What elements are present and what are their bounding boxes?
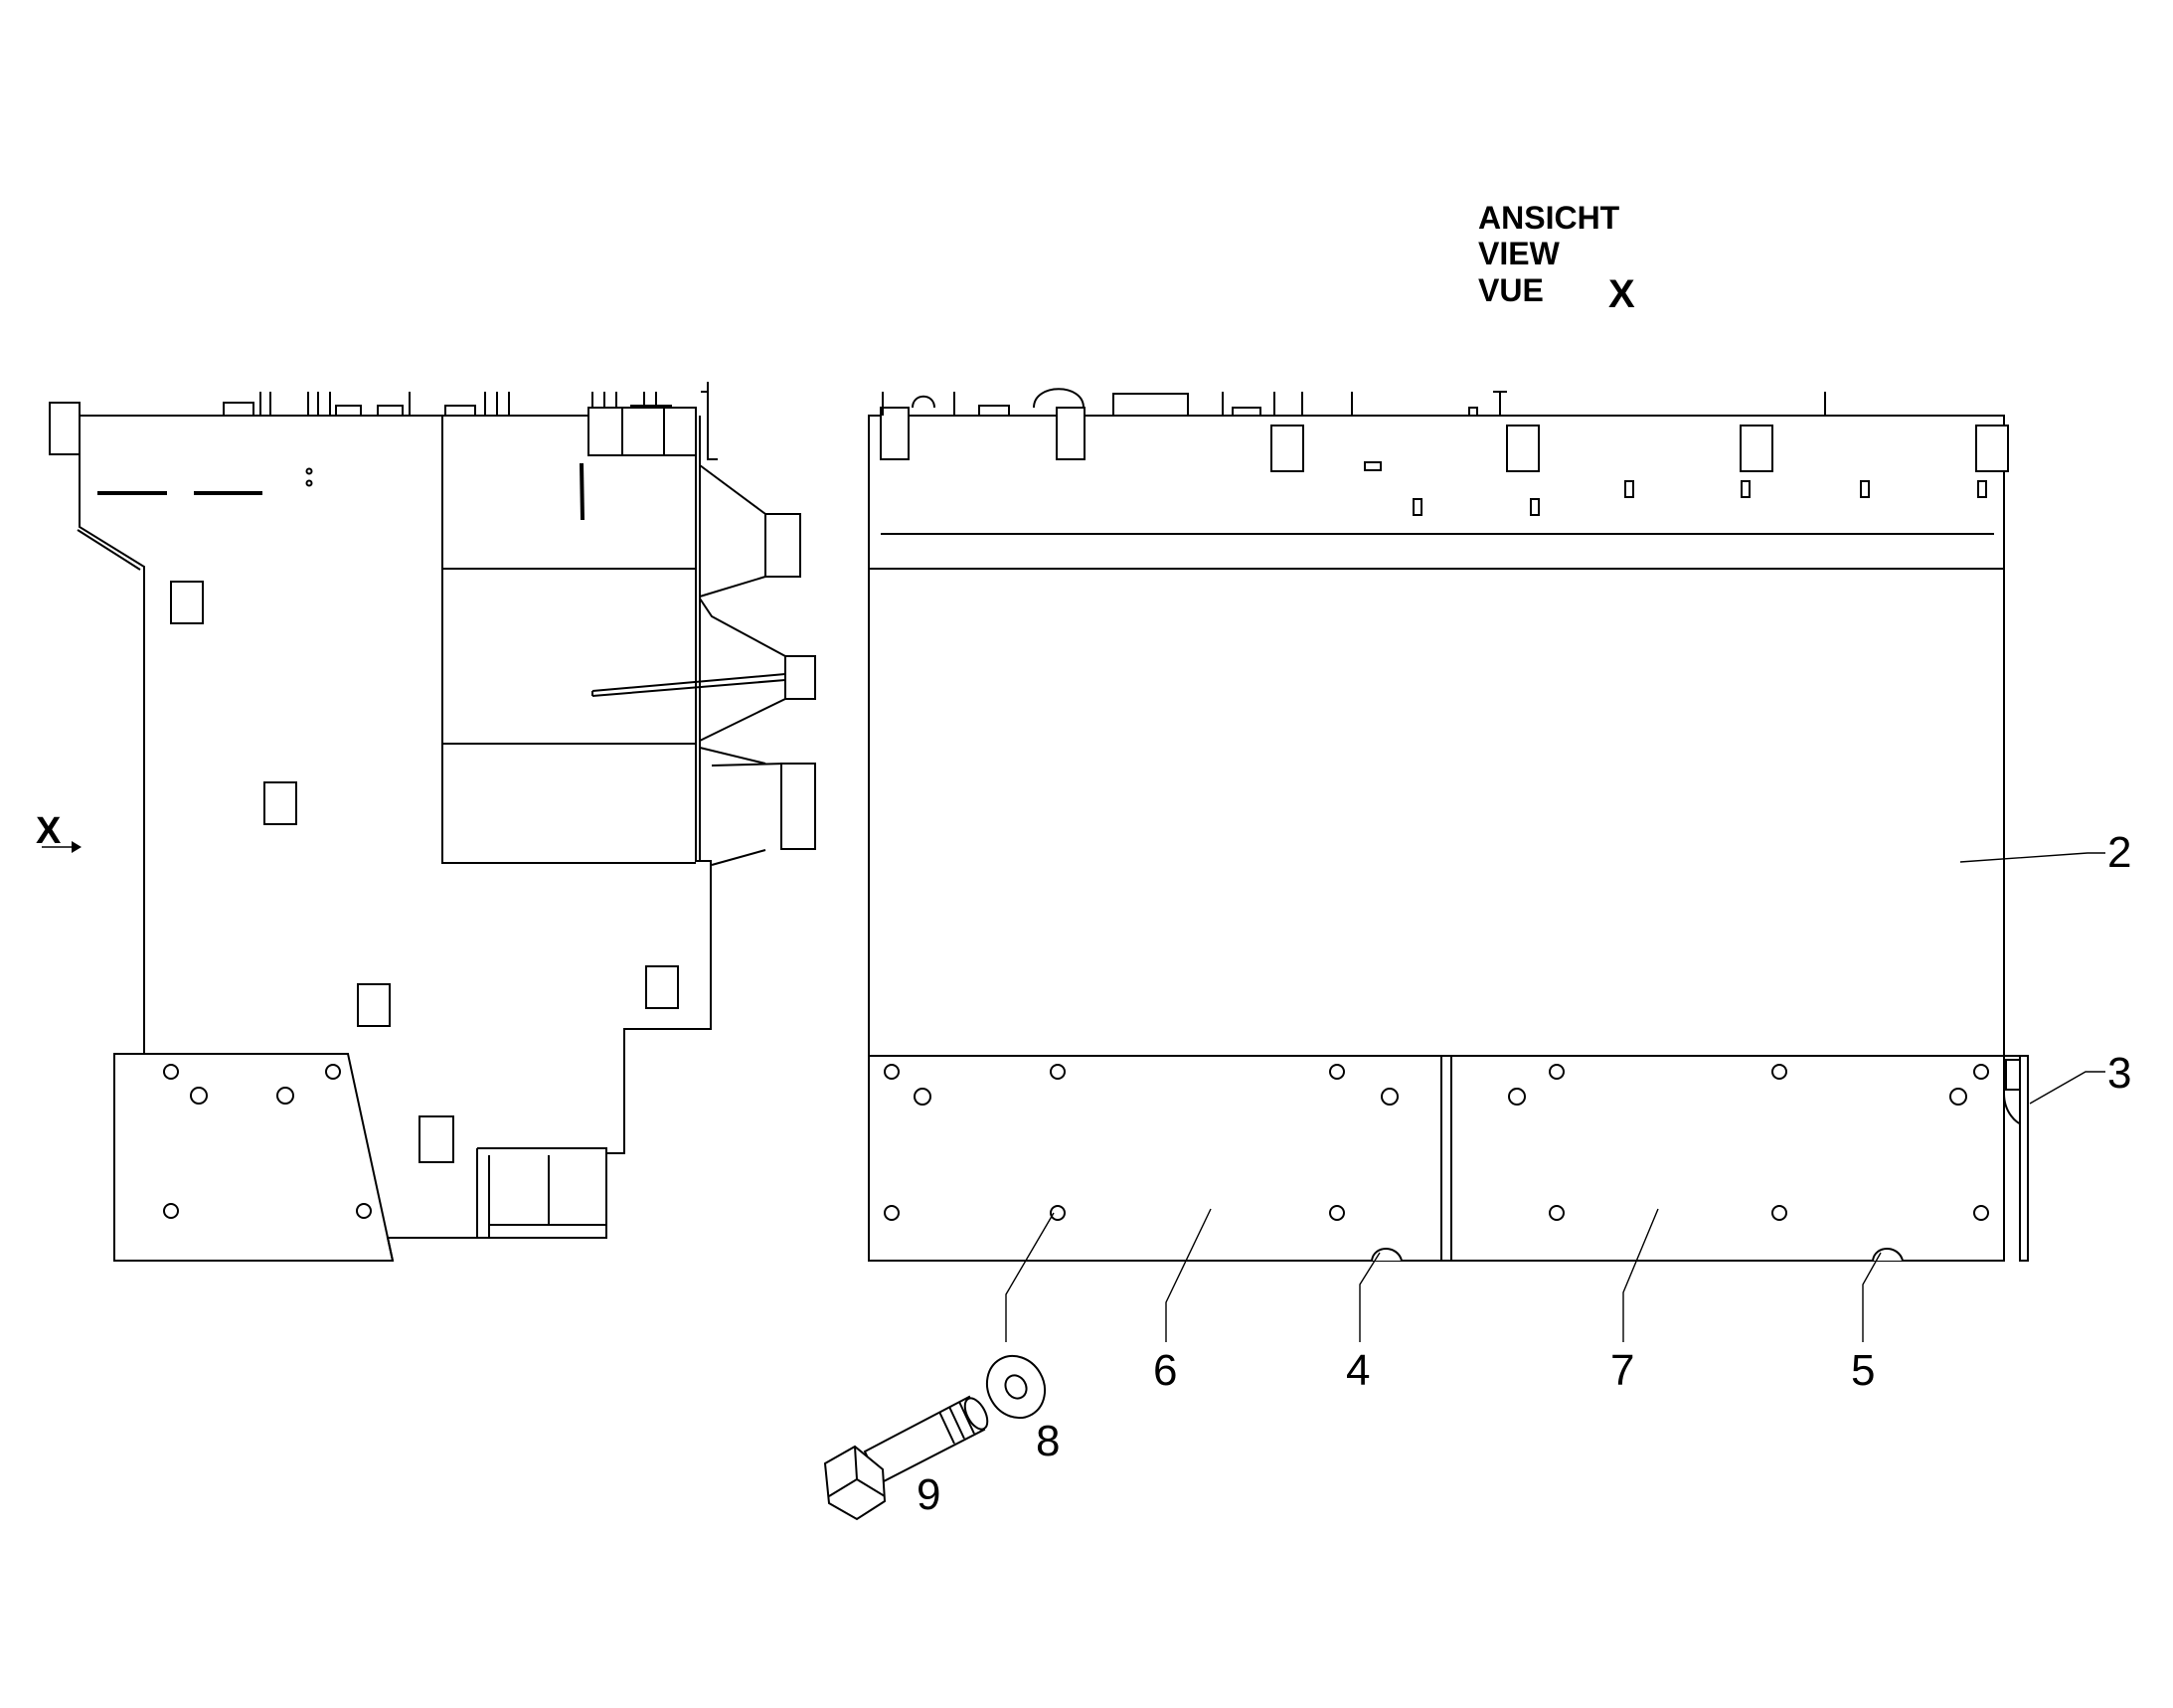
side-dot-1 bbox=[305, 467, 313, 475]
side-view-x-arrowhead bbox=[72, 841, 82, 853]
view-title-ansicht: ANSICHT bbox=[1478, 200, 1620, 236]
box-top-block-1 bbox=[587, 407, 623, 456]
washer-hole bbox=[1004, 1374, 1028, 1400]
side-base-bolts bbox=[163, 1064, 372, 1219]
front-top-components bbox=[880, 388, 2009, 516]
side-base-plate bbox=[114, 1053, 394, 1262]
callout-4: 4 bbox=[1346, 1346, 1370, 1395]
right-bracket-curve bbox=[2003, 1093, 2021, 1124]
view-title-block: ANSICHT VIEW VUE X bbox=[1478, 200, 1635, 316]
callout-labels: 2 3 4 5 6 7 8 9 bbox=[917, 828, 2131, 1519]
side-view-end-block bbox=[49, 402, 81, 455]
side-view-plugs bbox=[591, 464, 816, 866]
callout-3: 3 bbox=[2107, 1049, 2131, 1098]
callout-5: 5 bbox=[1851, 1346, 1875, 1395]
side-bottom-bracket bbox=[476, 1147, 607, 1239]
side-view-bevel bbox=[77, 529, 141, 571]
callout-8: 8 bbox=[1036, 1417, 1060, 1465]
foot-left bbox=[1371, 1248, 1403, 1262]
front-panel-bolts bbox=[884, 1064, 1989, 1221]
foot-right bbox=[1872, 1248, 1904, 1262]
side-view-outline bbox=[79, 415, 712, 1262]
view-title-view: VIEW bbox=[1478, 236, 1561, 271]
right-bracket bbox=[2004, 1055, 2029, 1262]
view-title-vue: VUE bbox=[1478, 272, 1544, 308]
callout-9: 9 bbox=[917, 1470, 940, 1519]
hardware-parts bbox=[823, 1354, 1047, 1521]
callout-leaders bbox=[1005, 852, 2105, 1342]
front-view-assembly bbox=[868, 388, 2029, 1262]
side-mount-plates bbox=[170, 581, 679, 1163]
view-title-marker: X bbox=[1608, 272, 1635, 316]
callout-2: 2 bbox=[2107, 828, 2131, 877]
callout-7: 7 bbox=[1610, 1346, 1634, 1395]
box-top-block-3 bbox=[663, 407, 697, 456]
side-view-latch bbox=[580, 462, 585, 521]
callout-6: 6 bbox=[1153, 1346, 1177, 1395]
side-view-x-marker: X bbox=[36, 810, 62, 852]
side-dot-2 bbox=[305, 479, 313, 487]
side-view-assembly: X bbox=[36, 382, 816, 1262]
front-panel-right bbox=[1450, 1055, 2005, 1262]
side-view-box bbox=[441, 416, 696, 864]
bolt bbox=[823, 1395, 989, 1521]
front-panel-left bbox=[868, 1055, 1442, 1262]
box-top-block-2 bbox=[621, 407, 665, 456]
right-bracket-block bbox=[2005, 1059, 2021, 1091]
box-top-bracket bbox=[707, 382, 718, 460]
